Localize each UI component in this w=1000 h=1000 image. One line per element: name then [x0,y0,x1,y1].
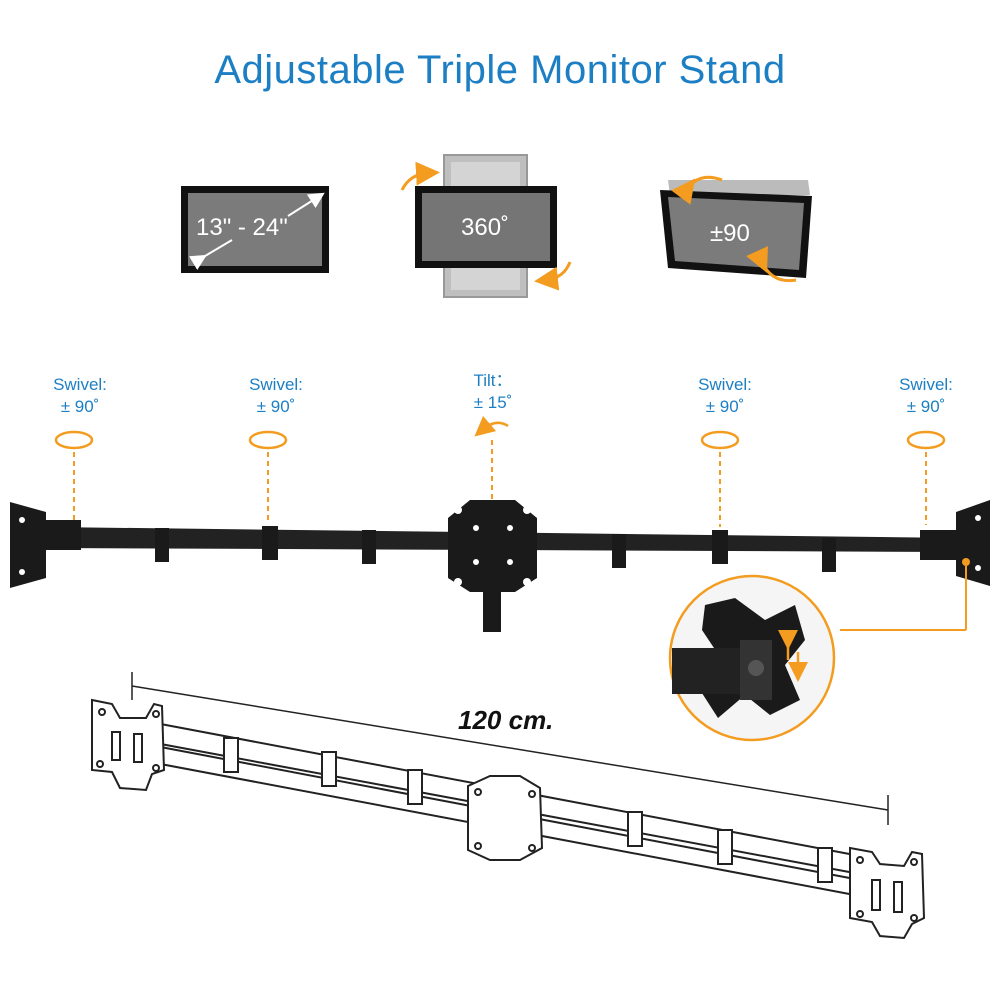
callout-swivel-3: Swivel: ± 90˚ [680,374,770,418]
callout-title: Swivel: [249,375,303,394]
callout-title: Swivel: [899,375,953,394]
screen-size-icon [181,186,329,273]
detail-leader [840,558,970,631]
tilt-icon [660,175,812,283]
detail-inset [668,574,836,742]
rotation-icon [400,154,572,298]
dimension-line [131,672,889,825]
callout-title: Swivel: [53,375,107,394]
callout-value: ± 90˚ [60,397,100,416]
callout-swivel-1: Swivel: ± 90˚ [35,374,125,418]
rotation-label: 360˚ [461,214,510,241]
tilt-angle-label: ±90 [710,220,750,247]
outline-drawing [91,698,926,940]
screen-size-label: 13" - 24" [196,214,288,241]
callout-title: Swivel: [698,375,752,394]
callout-value: ± 15˚ [473,393,513,412]
callout-value: ± 90˚ [906,397,946,416]
callout-swivel-4: Swivel: ± 90˚ [881,374,971,418]
callout-value: ± 90˚ [256,397,296,416]
callout-value: ± 90˚ [705,397,745,416]
swivel-icons [54,415,946,450]
triple-arm-assembly [10,500,990,632]
callout-title: Tilt： [473,371,513,390]
callout-swivel-2: Swivel: ± 90˚ [231,374,321,418]
page-title: Adjustable Triple Monitor Stand [214,48,786,92]
dimension-label: 120 cm. [458,705,554,735]
callout-tilt: Tilt： ± 15˚ [448,370,538,414]
callout-leaders [73,440,927,527]
